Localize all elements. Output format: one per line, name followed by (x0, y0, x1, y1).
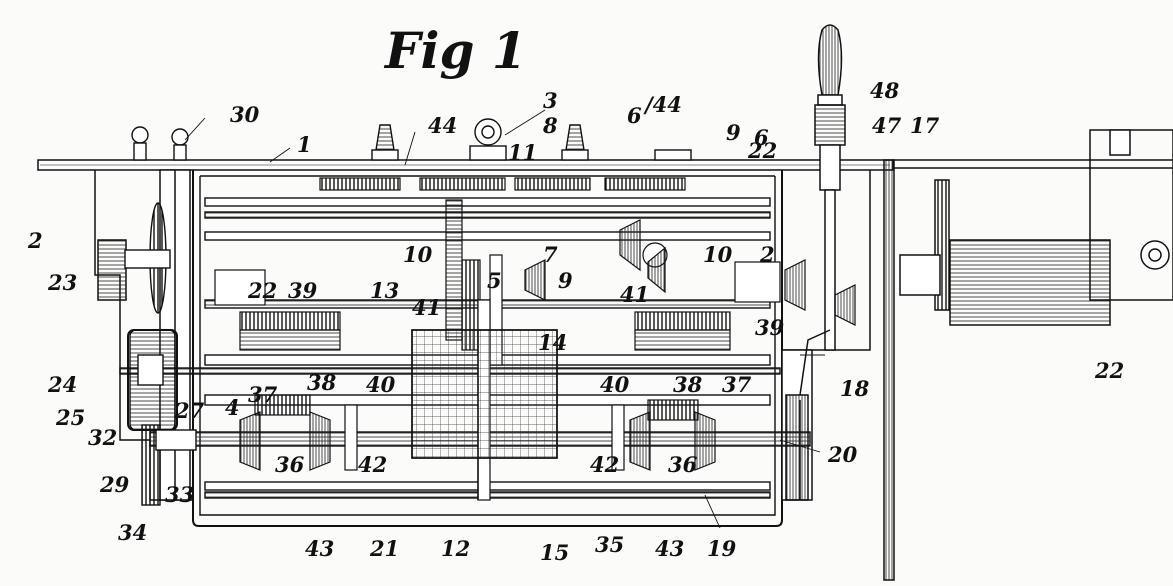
top-terminals (131, 118, 692, 161)
label-41-a: 41 (412, 295, 441, 320)
bevel-gears (524, 219, 668, 301)
label-24: 24 (47, 372, 77, 397)
label-13: 13 (370, 278, 399, 303)
right-bracket (781, 170, 871, 501)
label-43-a: 43 (305, 536, 334, 561)
label-37-b: 37 (722, 372, 752, 397)
label-22-c: 22 (1094, 358, 1124, 383)
upper-gears (319, 177, 686, 191)
label-43-b: 43 (655, 536, 684, 561)
label-17: 17 (910, 113, 940, 138)
label-3: 3 (543, 88, 558, 113)
hand-lever (799, 24, 846, 396)
label-18: 18 (840, 376, 870, 401)
label-29: 29 (99, 472, 130, 497)
label-47: 47 (872, 113, 902, 138)
label-25: 25 (55, 405, 85, 430)
label-39-a: 39 (288, 278, 318, 303)
label-39-b: 39 (755, 315, 785, 340)
label-42-a: 42 (358, 452, 387, 477)
side-view-fragment (883, 129, 1173, 581)
label-21: 21 (369, 536, 399, 561)
label-35: 35 (595, 532, 624, 557)
label-19: 19 (707, 536, 737, 561)
left-gear-train (124, 202, 197, 506)
label-30: 30 (230, 102, 260, 127)
label-14: 14 (538, 330, 567, 355)
label-6-a: 6 (627, 103, 642, 128)
label-38-a: 38 (307, 370, 337, 395)
central-drum (411, 329, 558, 500)
label-8: 8 (542, 113, 558, 138)
label-2-right: 2 (759, 242, 775, 267)
label-11: 11 (508, 140, 537, 165)
label-37-a: 37 (248, 382, 278, 407)
label-5: 5 (487, 268, 502, 293)
figure-title: Fig 1 (383, 21, 527, 80)
leader-lines (184, 109, 825, 529)
lower-bevel-gears (239, 394, 716, 471)
label-44-b: /44 (643, 92, 682, 117)
label-42-b: 42 (590, 452, 619, 477)
label-23: 23 (47, 270, 77, 295)
label-34: 34 (118, 520, 147, 545)
label-22-a: 22 (247, 278, 277, 303)
reference-numerals: 1 2 2 3 4 5 6 6 7 8 9 9 10 10 11 12 13 1… (27, 78, 1124, 565)
label-10-b: 10 (703, 242, 733, 267)
right-bevel-gear (784, 259, 856, 326)
label-48: 48 (870, 78, 900, 103)
spur-gears (214, 261, 781, 351)
label-40-a: 40 (366, 372, 396, 397)
label-15: 15 (540, 540, 569, 565)
label-32: 32 (88, 425, 117, 450)
label-9-a: 9 (726, 120, 741, 145)
label-41-b: 41 (620, 282, 649, 307)
label-36-a: 36 (275, 452, 305, 477)
label-27: 27 (174, 398, 205, 423)
label-2-left: 2 (27, 228, 43, 253)
label-20: 20 (827, 442, 858, 467)
label-7: 7 (543, 242, 558, 267)
label-1: 1 (297, 132, 312, 157)
label-40-b: 40 (600, 372, 630, 397)
label-9-b: 9 (558, 268, 573, 293)
label-12: 12 (441, 536, 470, 561)
main-frame (192, 170, 783, 527)
label-36-b: 36 (668, 452, 698, 477)
label-44-a: 44 (428, 113, 457, 138)
label-22-b: 22 (747, 138, 777, 163)
label-4: 4 (225, 395, 240, 420)
label-6-b: 6 (754, 125, 769, 150)
label-38-b: 38 (673, 372, 703, 397)
label-10-a: 10 (403, 242, 433, 267)
label-33: 33 (165, 482, 194, 507)
